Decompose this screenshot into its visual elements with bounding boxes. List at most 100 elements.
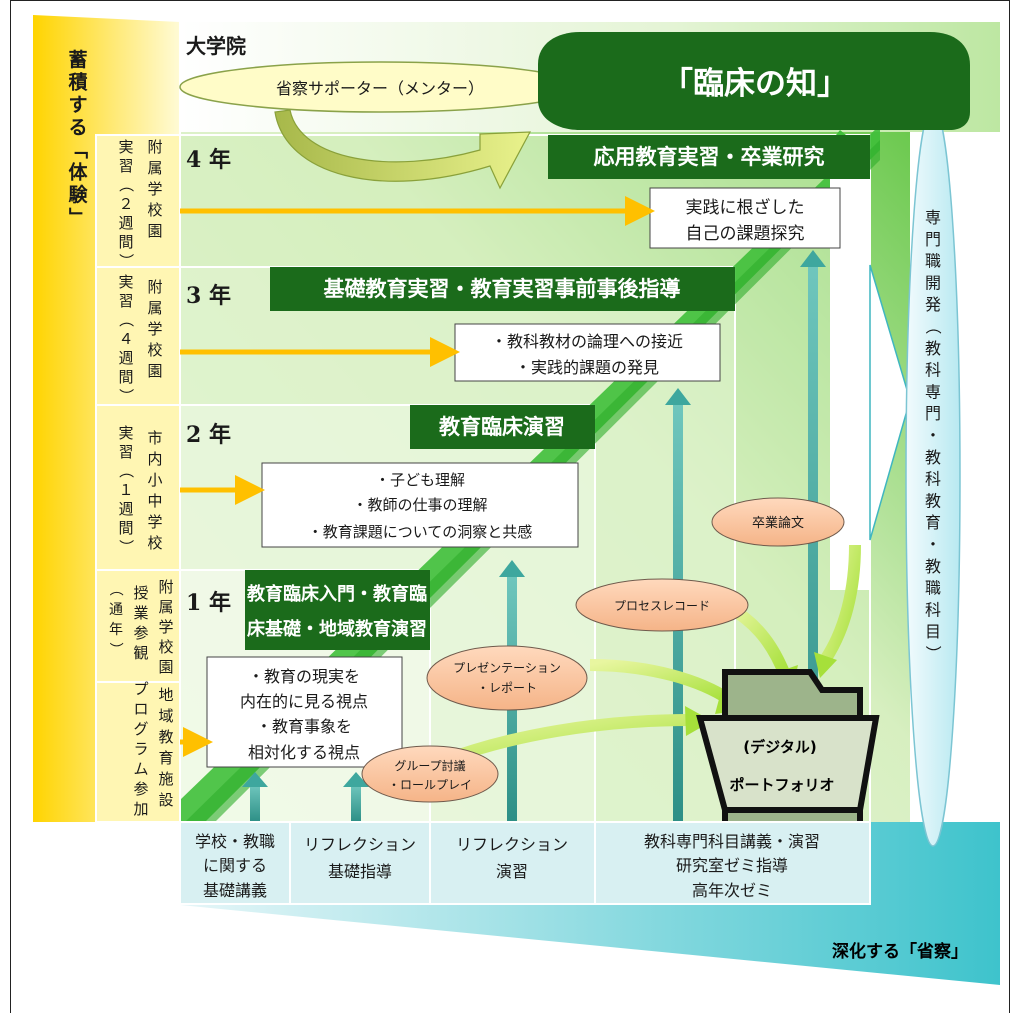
course4-line3: 高年次ゼミ bbox=[692, 881, 772, 900]
presentation-label-2: ・レポート bbox=[477, 681, 537, 695]
y2-outcome-line1: ・子ども理解 bbox=[375, 471, 465, 489]
portfolio-line2: ポートフォリオ bbox=[729, 776, 834, 794]
clinical-knowledge-label: 「臨床の知」 bbox=[662, 66, 848, 102]
practicum-y0-char: 加 bbox=[133, 800, 148, 818]
practicum-y3-char: 週 bbox=[118, 349, 133, 367]
practicum-y4-char: （ bbox=[117, 177, 135, 192]
practicum-y4-char: 学 bbox=[147, 180, 162, 198]
portfolio-folder bbox=[696, 669, 880, 863]
curved-arrow bbox=[274, 109, 532, 190]
course4-line2: 研究室ゼミ指導 bbox=[676, 856, 788, 875]
y1-outcome-line2: 内在的に見る視点 bbox=[240, 692, 368, 711]
accumulate-char: 「 bbox=[66, 140, 89, 159]
practicum-y1-char: 学 bbox=[158, 618, 173, 636]
y2-outcome-line3: ・教育課題についての洞察と共感 bbox=[308, 523, 533, 541]
accumulate-char: す bbox=[68, 94, 87, 116]
y3-banner bbox=[270, 267, 735, 311]
practicum-y3-char: 校 bbox=[147, 341, 162, 359]
process-oval bbox=[575, 578, 749, 632]
practicum-y0-char: ム bbox=[133, 760, 148, 778]
clinical-knowledge-shape bbox=[538, 32, 970, 130]
professional-dev-char: 職 bbox=[925, 252, 941, 271]
professional-dev-char: 職 bbox=[925, 579, 941, 598]
practicum-y0-char: プ bbox=[133, 680, 148, 698]
year1-label: 1 年 bbox=[186, 590, 231, 616]
y4-banner bbox=[548, 135, 870, 179]
course1-line2: に関する bbox=[203, 856, 267, 875]
practicum-y4-char: 校 bbox=[147, 201, 162, 219]
grad-title: 大学院 bbox=[186, 34, 246, 58]
practicum-y3-char: ） bbox=[117, 388, 135, 403]
practicum-y0-char: グ bbox=[133, 720, 148, 738]
portfolio-line1: (デジタル) bbox=[743, 738, 816, 756]
professional-dev-char: 目 bbox=[925, 622, 941, 641]
practicum-y2-char: 内 bbox=[147, 450, 162, 468]
practicum-y2-char: 市 bbox=[147, 429, 162, 447]
practicum-y0-char: 設 bbox=[158, 791, 173, 809]
practicum-y4-char: 園 bbox=[147, 222, 162, 240]
professional-dev-char: 門 bbox=[925, 404, 941, 423]
course3-line2: 演習 bbox=[496, 862, 528, 881]
y4-banner-label: 応用教育実習・卒業研究 bbox=[594, 145, 825, 169]
course2-line1: リフレクション bbox=[304, 835, 416, 854]
practicum-y1-char: 観 bbox=[133, 644, 148, 662]
practicum-y1-char: 校 bbox=[158, 638, 173, 656]
thesis-label: 卒業論文 bbox=[752, 515, 804, 531]
y1-outcome-line4: 相対化する視点 bbox=[248, 743, 360, 762]
professional-dev-char: 発 bbox=[925, 295, 941, 314]
course1-line3: 基礎講義 bbox=[203, 881, 267, 900]
accumulate-char: 蓄 bbox=[68, 48, 87, 71]
y2-outcome-line2: ・教師の仕事の理解 bbox=[352, 496, 487, 514]
practicum-y3-char: 附 bbox=[147, 278, 162, 296]
practicum-y4-char: 属 bbox=[147, 159, 162, 177]
y3-outcome-box bbox=[454, 323, 721, 382]
practicum-y1-char: 園 bbox=[158, 658, 173, 676]
practicum-y4-char: ２ bbox=[118, 195, 133, 213]
practicum-y2-char: 中 bbox=[147, 492, 162, 510]
practicum-y1-char: 附 bbox=[158, 578, 173, 596]
presentation-oval bbox=[426, 645, 588, 711]
practicum-y2-char: 間 bbox=[118, 519, 133, 537]
practicum-labels: 附属学校園実習（２週間）附属学校園実習（４週間）市内小中学校実習（１週間）附属学… bbox=[107, 138, 173, 818]
practicum-y4-char: 習 bbox=[118, 157, 133, 175]
y3-outcome-line1: ・教科教材の論理への接近 bbox=[491, 332, 683, 351]
y1-outcome-line1: ・教育の現実を bbox=[248, 667, 360, 686]
practicum-y1-char: ） bbox=[107, 642, 123, 656]
practicum-y2-char: ） bbox=[117, 539, 135, 554]
process-label: プロセスレコード bbox=[614, 599, 710, 613]
practicum-y0-char: 域 bbox=[158, 707, 173, 725]
y3-outcome-line2: ・実践的課題の発見 bbox=[515, 358, 659, 377]
practicum-y2-char: （ bbox=[117, 463, 135, 478]
practicum-grid bbox=[95, 134, 181, 823]
practicum-arrows bbox=[180, 196, 655, 757]
y4-outcome-line1: 実践に根ざした bbox=[686, 197, 805, 218]
y2-banner bbox=[410, 405, 595, 449]
practicum-y1-char: 年 bbox=[109, 622, 123, 638]
practicum-y0-char: 育 bbox=[158, 749, 173, 767]
practicum-y3-char: （ bbox=[117, 312, 135, 327]
year3-label: 3 年 bbox=[186, 283, 231, 309]
professional-dev-char: 教 bbox=[925, 557, 941, 576]
professional-dev-char: 専 bbox=[925, 208, 941, 227]
practicum-y0-char: 施 bbox=[158, 770, 173, 788]
practicum-y2-char: 小 bbox=[147, 471, 162, 489]
supporter-label: 省察サポーター（メンター） bbox=[276, 79, 484, 98]
accumulate-char: 」 bbox=[66, 207, 88, 226]
practicum-y3-char: 属 bbox=[147, 299, 162, 317]
practicum-y3-char: 園 bbox=[147, 362, 162, 380]
professional-dev-char: 専 bbox=[925, 382, 941, 401]
practicum-y4-char: 週 bbox=[118, 214, 133, 232]
professional-dev-char: ・ bbox=[925, 535, 941, 554]
practicum-y2-char: １ bbox=[118, 481, 133, 499]
accumulate-char: る bbox=[68, 117, 87, 139]
professional-dev-char: 門 bbox=[925, 230, 941, 249]
y2-banner-label: 教育臨床演習 bbox=[439, 415, 565, 439]
year2-label: 2 年 bbox=[186, 422, 231, 448]
practicum-y1-char: 属 bbox=[158, 598, 173, 616]
y1-banner-line1: 教育臨床入門・教育臨 bbox=[247, 583, 427, 605]
y1-outcome-line3: ・教育事象を bbox=[256, 717, 352, 736]
professional-dev-char: 教 bbox=[925, 339, 941, 358]
y1-banner bbox=[245, 570, 430, 650]
